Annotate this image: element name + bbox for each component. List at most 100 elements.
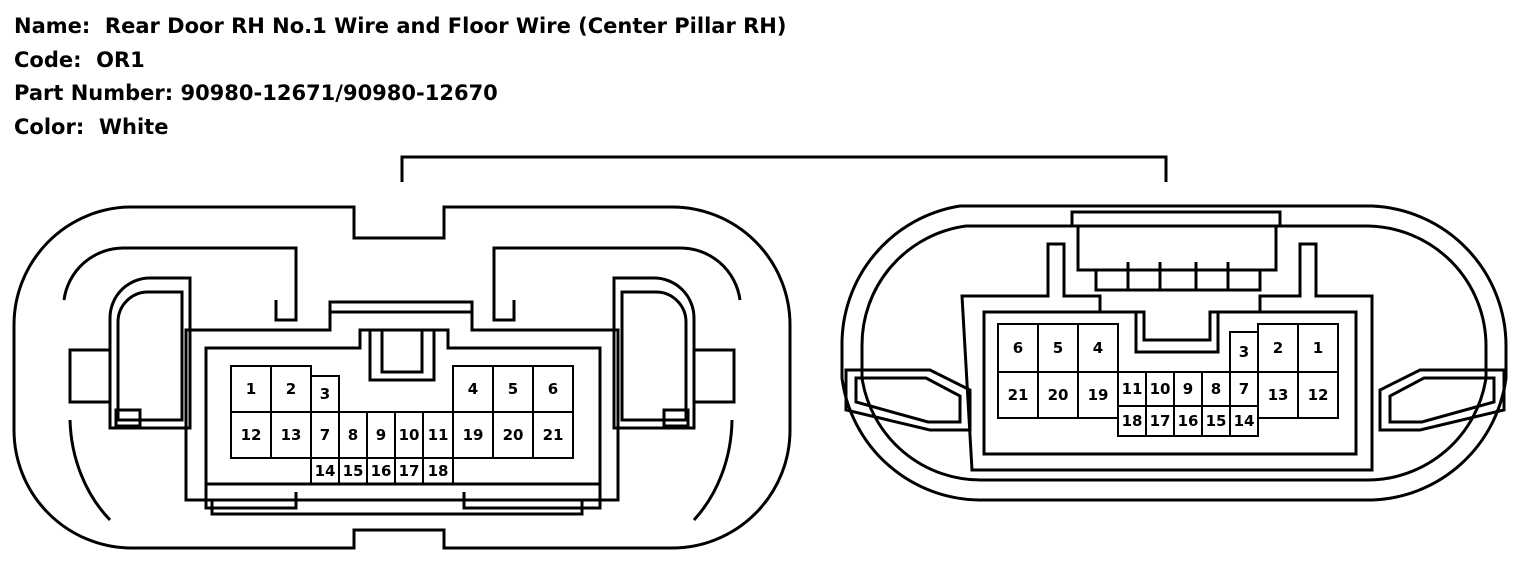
right-connector-pin-cell <box>1229 405 1259 437</box>
code-row: Code: OR1 <box>14 44 786 78</box>
left-connector-pin-cell <box>532 411 574 459</box>
left-connector-pin-8: 8 <box>338 411 368 459</box>
right-connector-pin-number: 18 <box>1122 412 1143 430</box>
left-connector-pin-15: 15 <box>338 457 368 485</box>
part-number-value: 90980-12671/90980-12670 <box>180 81 498 105</box>
left-connector-pin-number: 19 <box>463 426 484 444</box>
left-connector-pin-7: 7 <box>310 411 340 459</box>
right-connector-pin-number: 9 <box>1183 380 1193 398</box>
right-connector-pin-number: 14 <box>1234 412 1255 430</box>
right-connector-pin-number: 15 <box>1206 412 1227 430</box>
right-connector-pin-2: 2 <box>1257 323 1299 373</box>
left-connector-pin-14: 14 <box>310 457 340 485</box>
left-connector-pin-number: 7 <box>320 426 330 444</box>
right-connector-pin-number: 2 <box>1273 339 1283 357</box>
left-connector-pin-6: 6 <box>532 365 574 413</box>
right-connector-pin-19: 19 <box>1077 371 1119 419</box>
right-connector-pin-5: 5 <box>1037 323 1079 373</box>
right-connector-pin-number: 20 <box>1048 386 1069 404</box>
right-connector-pin-number: 3 <box>1239 343 1249 361</box>
left-connector-pin-18: 18 <box>422 457 454 485</box>
code-label: Code: <box>14 47 82 72</box>
color-label: Color: <box>14 114 85 139</box>
left-connector-pin-number: 1 <box>246 380 256 398</box>
left-connector-pin-number: 5 <box>508 380 518 398</box>
left-connector-pin-number: 4 <box>468 380 478 398</box>
left-connector-pin-21: 21 <box>532 411 574 459</box>
right-connector-pin-number: 6 <box>1013 339 1023 357</box>
right-connector-pin-10: 10 <box>1145 371 1175 407</box>
right-connector-pin-number: 10 <box>1150 380 1171 398</box>
left-connector-pin-number: 13 <box>281 426 302 444</box>
left-connector-pin-number: 10 <box>399 426 420 444</box>
left-connector-pin-16: 16 <box>366 457 396 485</box>
left-connector-pin-20: 20 <box>492 411 534 459</box>
left-connector-pin-number: 3 <box>320 385 330 403</box>
right-connector-pin-number: 12 <box>1308 386 1329 404</box>
left-connector-pin-1: 1 <box>230 365 272 413</box>
right-connector-pin-16: 16 <box>1173 405 1203 437</box>
right-connector-pin-number: 11 <box>1122 380 1143 398</box>
code-value: OR1 <box>96 47 145 72</box>
right-connector-pin-17: 17 <box>1145 405 1175 437</box>
left-connector-pin-4: 4 <box>452 365 494 413</box>
part-number-row: Part Number: 90980-12671/90980-12670 <box>14 77 786 111</box>
left-connector-pin-number: 6 <box>548 380 558 398</box>
right-connector-pin-8: 8 <box>1201 371 1231 407</box>
left-connector-pin-5: 5 <box>492 365 534 413</box>
right-connector-pin-4: 4 <box>1077 323 1119 373</box>
right-connector-pin-number: 21 <box>1008 386 1029 404</box>
right-connector-pin-13: 13 <box>1257 371 1299 419</box>
right-connector-pin-3: 3 <box>1229 331 1259 373</box>
name-value: Rear Door RH No.1 Wire and Floor Wire (C… <box>104 14 787 38</box>
left-connector-pin-9: 9 <box>366 411 396 459</box>
mating-bracket <box>400 155 1168 182</box>
left-connector-pin-number: 20 <box>503 426 524 444</box>
left-connector-pin-number: 11 <box>428 426 449 444</box>
left-connector-pin-cell <box>422 457 454 485</box>
right-connector-pin-number: 5 <box>1053 339 1063 357</box>
right-connector-pin-number: 7 <box>1239 380 1249 398</box>
left-connector-pin-number: 14 <box>315 462 336 480</box>
left-connector-pin-17: 17 <box>394 457 424 485</box>
left-connector-pin-3: 3 <box>310 375 340 413</box>
right-connector-pin-number: 17 <box>1150 412 1171 430</box>
right-connector-pin-15: 15 <box>1201 405 1231 437</box>
color-row: Color: White <box>14 111 786 145</box>
right-connector-pin-20: 20 <box>1037 371 1079 419</box>
left-connector-pin-13: 13 <box>270 411 312 459</box>
right-connector-pin-cell <box>1297 371 1339 419</box>
left-connector-pin-12: 12 <box>230 411 272 459</box>
right-connector-pin-14: 14 <box>1229 405 1259 437</box>
right-connector-pin-21: 21 <box>997 371 1039 419</box>
name-row: Name: Rear Door RH No.1 Wire and Floor W… <box>14 10 786 44</box>
left-connector-pin-number: 17 <box>399 462 420 480</box>
connector-info: Name: Rear Door RH No.1 Wire and Floor W… <box>14 10 786 144</box>
right-connector-pin-number: 4 <box>1093 339 1103 357</box>
left-connector-pin-number: 21 <box>543 426 564 444</box>
right-connector-pin-number: 19 <box>1088 386 1109 404</box>
part-number-label: Part Number: <box>14 81 174 105</box>
right-connector-pin-number: 13 <box>1268 386 1289 404</box>
right-connector-pin-number: 8 <box>1211 380 1221 398</box>
left-connector-housing <box>12 205 792 550</box>
left-connector-pin-11: 11 <box>422 411 454 459</box>
right-connector-pin-7: 7 <box>1229 371 1259 407</box>
left-connector-pin-19: 19 <box>452 411 494 459</box>
left-connector-pin-number: 2 <box>286 380 296 398</box>
right-connector-pin-6: 6 <box>997 323 1039 373</box>
left-connector-pin-number: 16 <box>371 462 392 480</box>
right-connector-pin-12: 12 <box>1297 371 1339 419</box>
name-label: Name: <box>14 14 91 38</box>
color-value: White <box>98 114 169 139</box>
right-connector-pin-1: 1 <box>1297 323 1339 373</box>
right-connector-pin-18: 18 <box>1117 405 1147 437</box>
left-connector-pin-number: 8 <box>348 426 358 444</box>
right-connector-pin-number: 1 <box>1313 339 1323 357</box>
left-connector-pin-number: 18 <box>428 462 449 480</box>
right-connector-pin-11: 11 <box>1117 371 1147 407</box>
left-connector-pin-10: 10 <box>394 411 424 459</box>
